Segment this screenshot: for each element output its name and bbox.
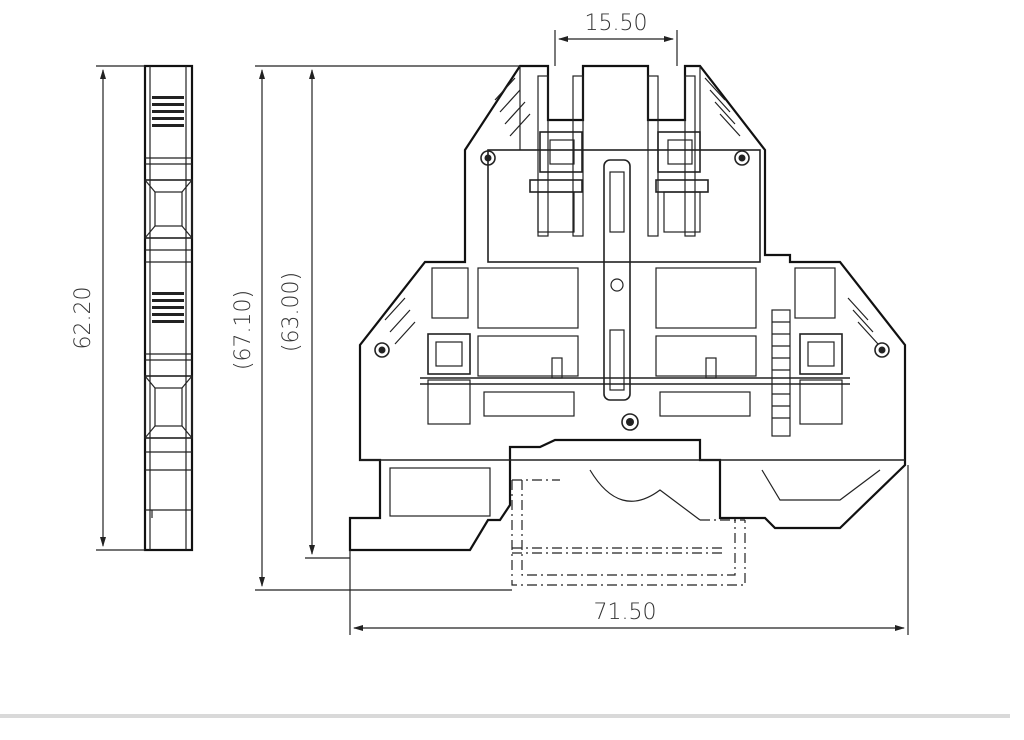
center-jumper xyxy=(603,159,631,401)
dimension-label-71-50: 71.50 xyxy=(594,600,657,625)
dimension-63-00: (63.00) xyxy=(279,69,350,559)
side-view xyxy=(143,64,194,552)
middle-chambers xyxy=(374,267,890,437)
dimension-62-20: 62.20 xyxy=(71,65,145,551)
ladder-ribs xyxy=(771,309,791,437)
dimension-label-63-00: (63.00) xyxy=(279,272,304,352)
side-view-middle-ribs xyxy=(152,292,184,323)
front-view xyxy=(348,64,907,586)
dimension-15-50: 15.50 xyxy=(554,11,678,66)
dimension-label-67-10: (67.10) xyxy=(231,290,256,370)
side-view-outline xyxy=(143,64,194,552)
upper-terminal-housing xyxy=(480,66,761,263)
side-view-upper-pocket xyxy=(144,179,193,239)
side-view-lower-pocket xyxy=(144,375,193,439)
front-view-outline xyxy=(348,64,907,552)
din-rail xyxy=(511,479,746,586)
mounting-foot xyxy=(360,459,905,521)
side-view-top-ribs xyxy=(152,96,184,127)
bottom-divider xyxy=(0,714,1010,718)
dimension-label-62-20: 62.20 xyxy=(71,287,96,350)
dimension-label-15-50: 15.50 xyxy=(585,11,648,36)
dimension-67-10: (67.10) xyxy=(231,65,520,591)
dimension-71-50: 71.50 xyxy=(349,465,909,635)
